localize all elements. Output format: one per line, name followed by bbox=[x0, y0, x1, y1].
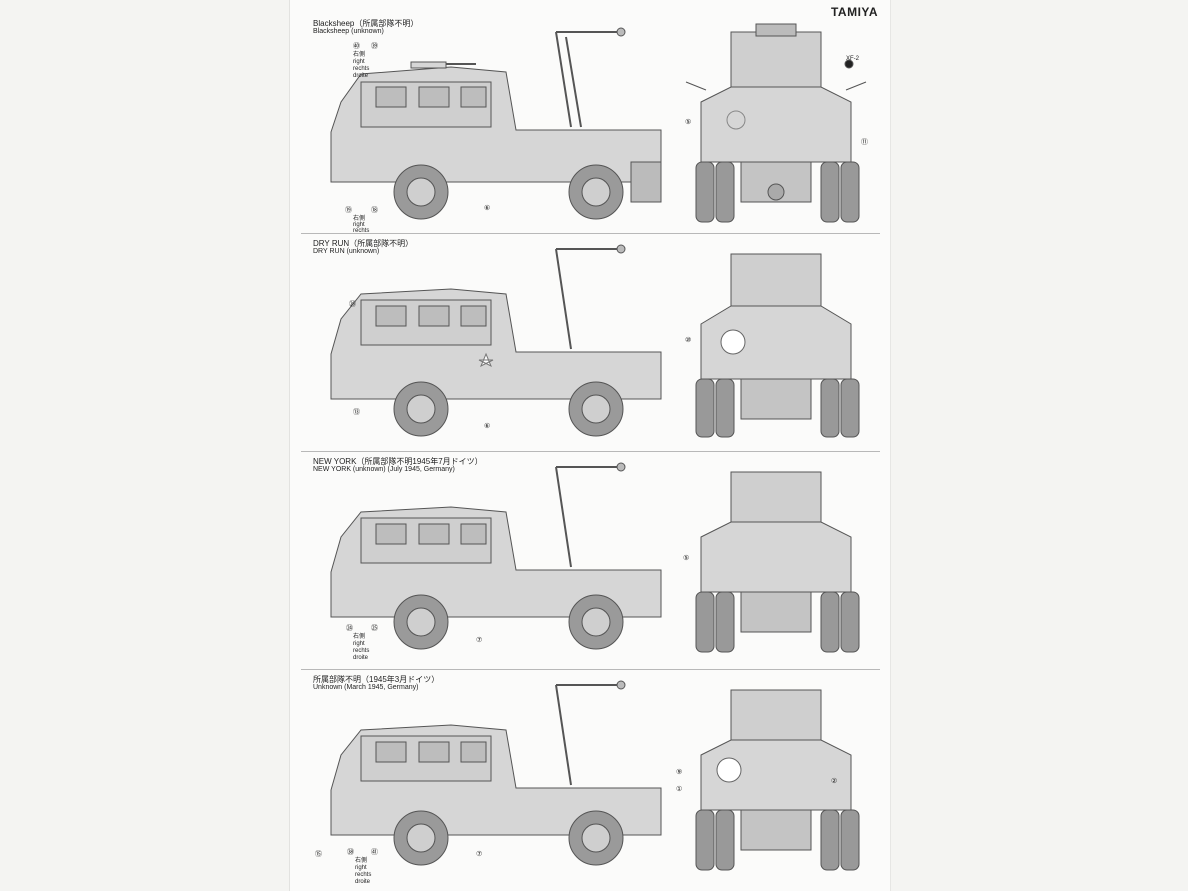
scheme-title-jp: 所属部隊不明（1945年3月ドイツ） bbox=[313, 675, 440, 684]
rear-view-drawing bbox=[695, 471, 860, 653]
scheme-title-jp: Blacksheep（所属部隊不明） bbox=[313, 19, 419, 28]
callout-13: ⑬ bbox=[353, 408, 360, 416]
side-view-drawing bbox=[330, 27, 662, 220]
section-divider bbox=[301, 233, 880, 234]
right-note-en: right bbox=[353, 59, 365, 65]
right-note-de: rechts bbox=[353, 648, 369, 654]
callout-38: ㊳ bbox=[347, 848, 354, 856]
callout-39: ㊴ bbox=[371, 42, 378, 50]
callout-7: ⑦ bbox=[476, 636, 482, 644]
right-note-en-2: right bbox=[353, 222, 365, 228]
rear-callout-5: ⑤ bbox=[683, 554, 689, 562]
vehicle-drawings: ㉔ ㉕ 右側 right rechts droite ⑦ ⑤ bbox=[330, 462, 860, 661]
right-note-de-2: rechts bbox=[353, 228, 369, 234]
callout-6: ⑥ bbox=[484, 422, 490, 430]
callout-24: ㉔ bbox=[346, 624, 353, 632]
rear-callout-9: ⑨ bbox=[676, 768, 682, 776]
scheme-title-en: Blacksheep (unknown) bbox=[313, 28, 384, 35]
callout-6: ⑥ bbox=[484, 204, 490, 212]
right-note-de: rechts bbox=[355, 872, 371, 878]
right-note-fr: droite bbox=[355, 879, 371, 885]
rear-callout-1: ① bbox=[676, 785, 682, 793]
right-note-en: right bbox=[353, 641, 365, 647]
callout-18: ⑱ bbox=[371, 206, 378, 214]
scheme-section-3: NEW YORK（所属部隊不明1945年7月ドイツ） NEW YORK (unk… bbox=[301, 452, 880, 670]
right-note-jp: 右側 bbox=[353, 50, 365, 58]
side-view-drawing bbox=[330, 462, 662, 650]
right-note-jp: 右側 bbox=[353, 632, 365, 640]
paint-code: XF-2 bbox=[846, 56, 860, 62]
side-view-drawing bbox=[330, 680, 662, 866]
right-note-de: rechts bbox=[353, 66, 369, 72]
scheme-section-2: DRY RUN（所属部隊不明） DRY RUN (unknown) bbox=[301, 234, 880, 452]
scheme-title-jp: NEW YORK（所属部隊不明1945年7月ドイツ） bbox=[313, 457, 483, 466]
callout-25: ㉕ bbox=[371, 624, 378, 632]
scheme-title-en: NEW YORK (unknown) (July 1945, Germany) bbox=[313, 466, 455, 473]
callout-19: ⑲ bbox=[345, 206, 352, 214]
right-note-fr: droite bbox=[353, 655, 369, 661]
scheme-title-en: DRY RUN (unknown) bbox=[313, 248, 380, 255]
rear-view-drawing bbox=[695, 689, 860, 871]
scheme-section-4: 所属部隊不明（1945年3月ドイツ） Unknown (March 1945, … bbox=[301, 670, 880, 888]
right-note-jp: 右側 bbox=[355, 856, 367, 864]
scheme-title-jp: DRY RUN（所属部隊不明） bbox=[313, 239, 414, 248]
vehicle-drawings: ㊵ ㊴ 右側 right rechts droite ⑲ ⑱ 右側 right … bbox=[330, 23, 868, 234]
right-note-fr: droite bbox=[353, 73, 369, 79]
callout-40: ㊵ bbox=[353, 42, 360, 50]
callout-7: ⑦ bbox=[476, 850, 482, 858]
scheme-title-en: Unknown (March 1945, Germany) bbox=[313, 684, 419, 691]
brand-logo: TAMIYA bbox=[830, 5, 878, 19]
callout-41: ㊶ bbox=[371, 848, 378, 856]
rear-callout-10: ⑩ bbox=[685, 336, 691, 344]
rear-view-drawing bbox=[685, 23, 867, 223]
scheme-section-1: Blacksheep（所属部隊不明） Blacksheep (unknown) bbox=[301, 12, 880, 234]
instruction-sheet: TAMIYA Blacksheep（所属部隊不明） Blacksheep (un… bbox=[289, 0, 891, 891]
callout-26: ㉖ bbox=[349, 300, 356, 308]
vehicle-drawings: ㉖ ⑬ ⑥ ⑩ bbox=[330, 244, 860, 438]
rear-callout-2: ② bbox=[831, 777, 837, 785]
section-divider bbox=[301, 669, 880, 670]
rear-callout-5: ⑤ bbox=[685, 118, 691, 126]
callout-15: ⑮ bbox=[315, 850, 322, 858]
rear-callout-11: ⑪ bbox=[861, 138, 868, 146]
section-divider bbox=[301, 451, 880, 452]
right-note-jp-2: 右側 bbox=[353, 214, 365, 222]
vehicle-drawings: ⑮ ㊳ ㊶ 右側 right rechts droite ⑦ ⑨ ① ② bbox=[315, 680, 860, 885]
rear-view-drawing bbox=[695, 253, 860, 438]
side-view-drawing bbox=[330, 244, 662, 437]
right-note-en: right bbox=[355, 865, 367, 871]
